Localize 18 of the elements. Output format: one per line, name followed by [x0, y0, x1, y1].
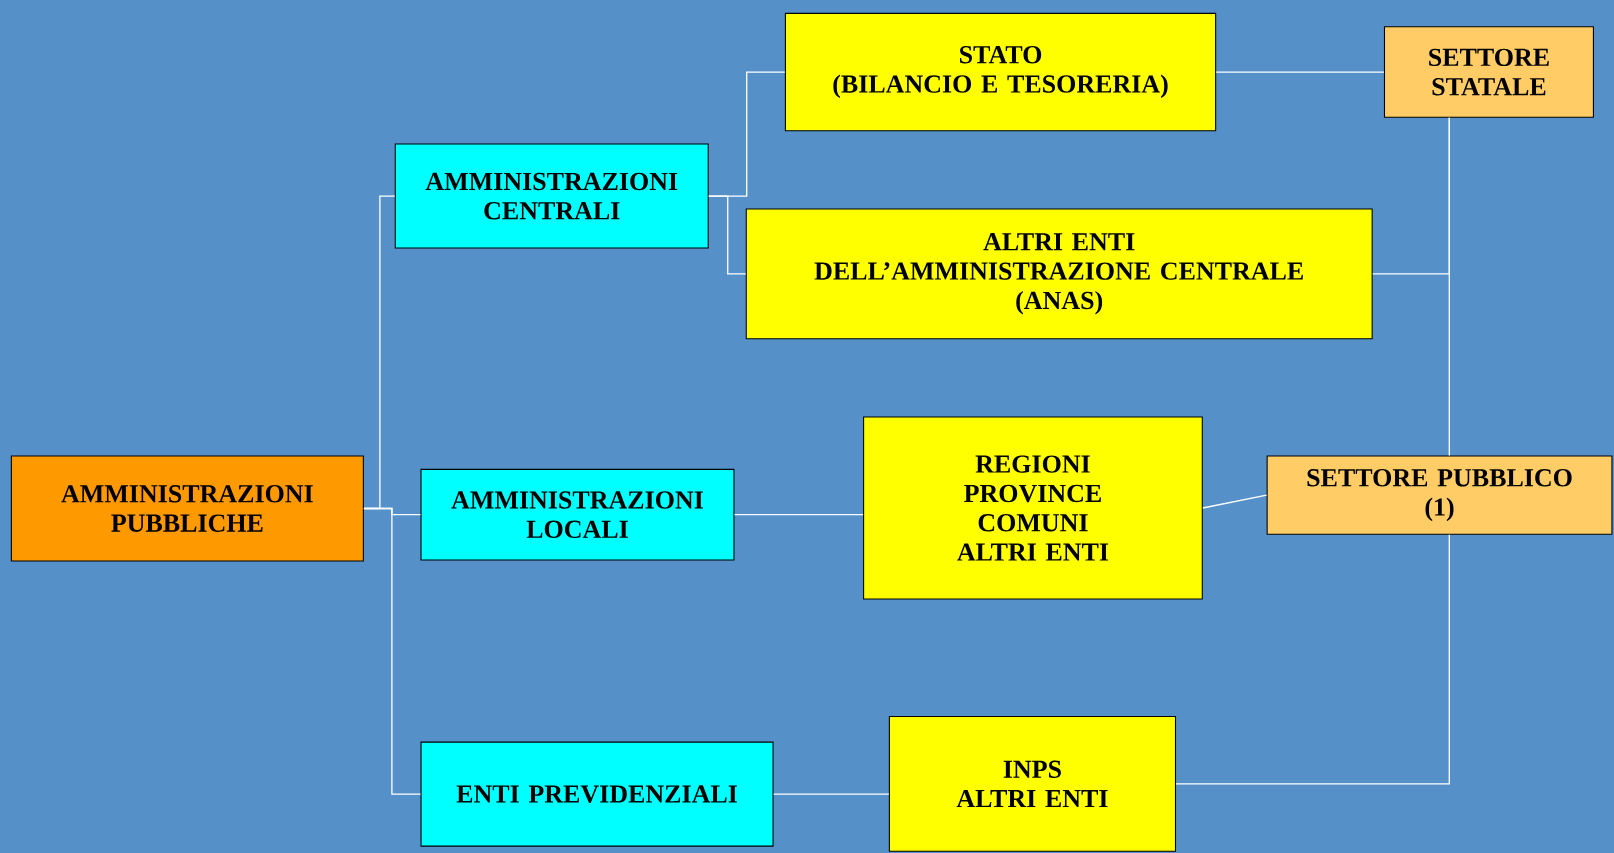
connector-line: [733, 514, 864, 516]
box: AMMINISTRAZIONI LOCALI: [420, 468, 735, 561]
connector-line: [708, 195, 747, 275]
connector-line: [1202, 494, 1268, 509]
connector-line: [1175, 534, 1450, 785]
box: INPS ALTRI ENTI: [888, 715, 1177, 852]
connector-line: [1215, 71, 1385, 73]
connector-line: [363, 507, 422, 795]
box: SETTORE PUBBLICO (1): [1266, 455, 1613, 535]
box: REGIONI PROVINCE COMUNI ALTRI ENTI: [863, 416, 1203, 600]
box: AMMINISTRAZIONI CENTRALI: [394, 143, 709, 249]
box: ALTRI ENTI DELL’AMMINISTRAZIONE CENTRALE (ANAS): [745, 208, 1373, 340]
box: AMMINISTRAZIONI PUBBLICHE: [10, 455, 364, 562]
box: ENTI PREVIDENZIALI: [420, 741, 774, 847]
box: STATO (BILANCIO E TESORERIA): [784, 12, 1217, 132]
box: SETTORE STATALE: [1383, 26, 1594, 118]
connector-line: [1372, 117, 1450, 275]
connector-line: [772, 793, 890, 795]
